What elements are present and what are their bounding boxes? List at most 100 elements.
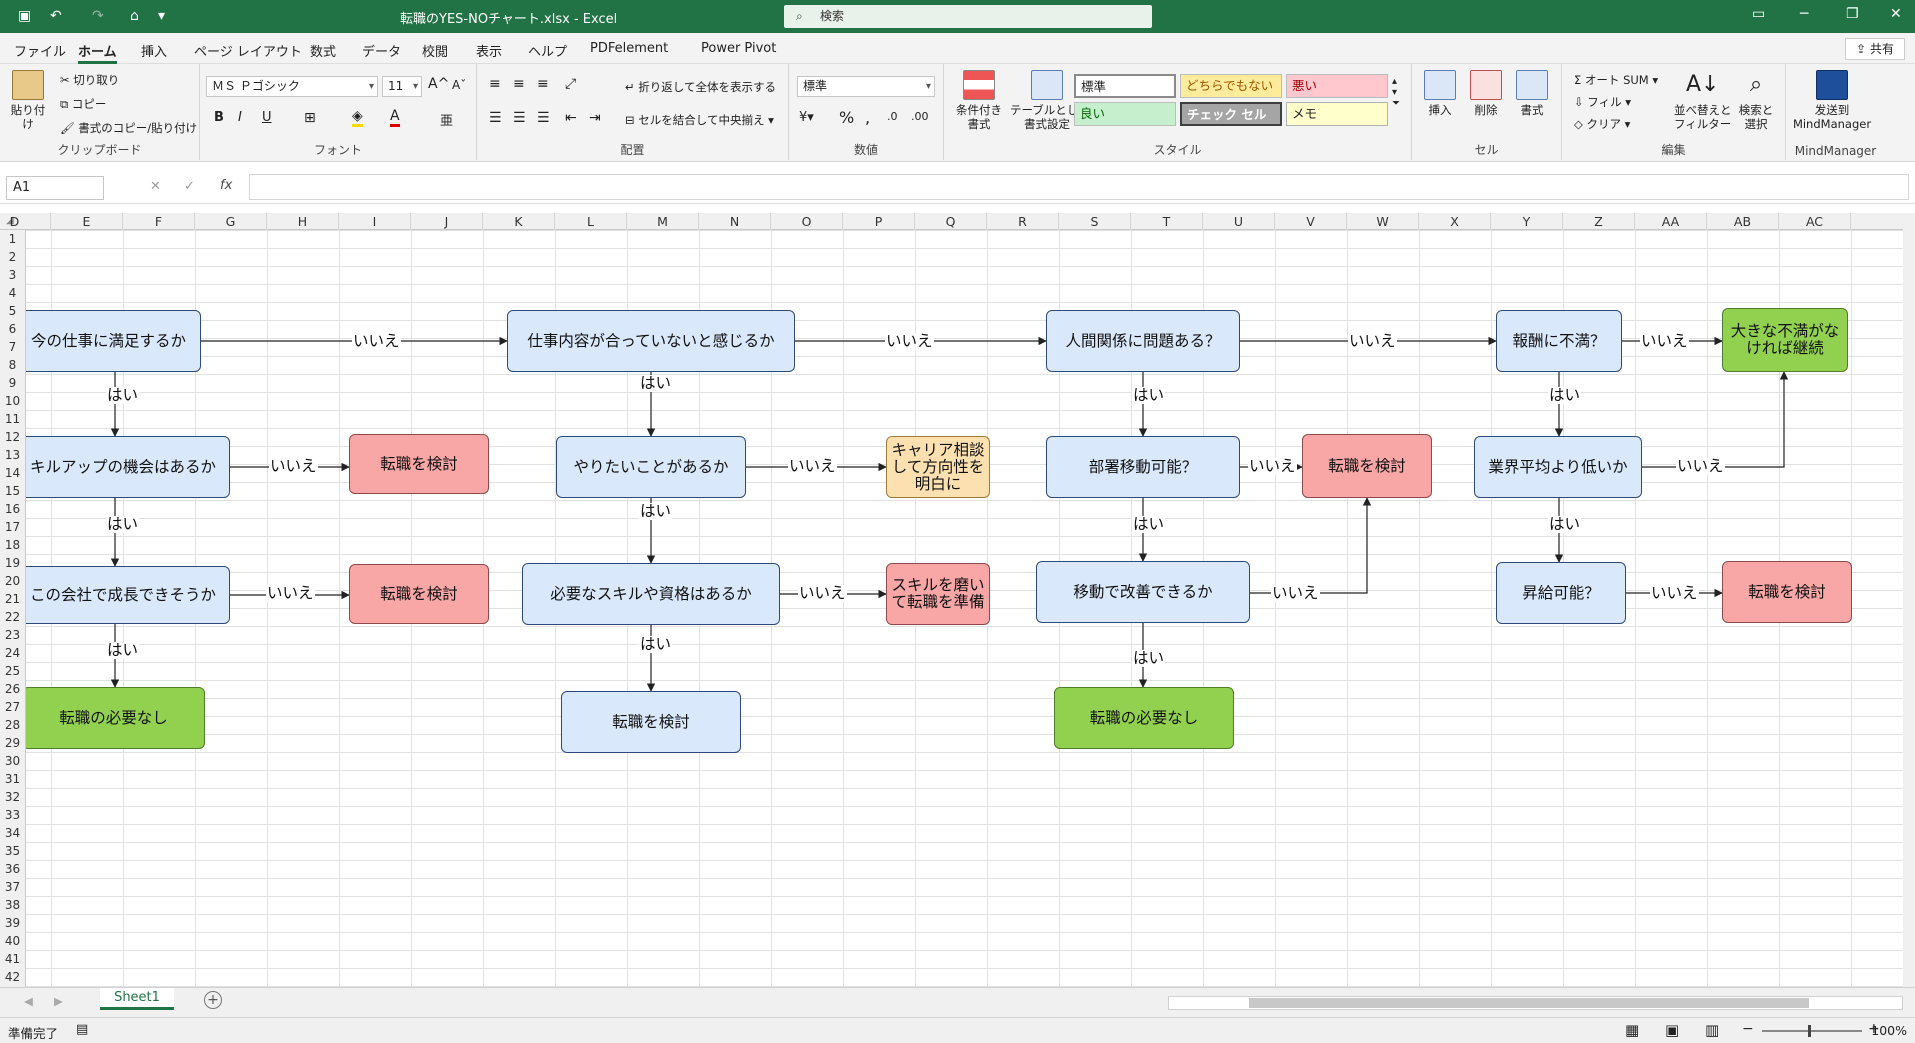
row-header-21[interactable]: 21 [4, 592, 21, 606]
undo-icon[interactable]: ↶ [50, 8, 62, 24]
row-header-10[interactable]: 10 [4, 394, 21, 408]
column-header-y[interactable]: Y [1491, 213, 1563, 230]
row-header-33[interactable]: 33 [4, 808, 21, 822]
column-header-o[interactable]: O [771, 213, 843, 230]
zoom-thumb[interactable] [1808, 1025, 1811, 1037]
column-header-t[interactable]: T [1131, 213, 1203, 230]
merge-center-button[interactable]: ⊟ セルを結合して中央揃え ▾ [625, 113, 774, 127]
align-middle-icon[interactable]: ≡ [513, 76, 525, 92]
worksheet-grid[interactable]: 今の仕事に満足するかキルアップの機会はあるかこの会社で成長できそうか転職の必要な… [26, 230, 1903, 987]
column-header-k[interactable]: K [483, 213, 555, 230]
row-header-13[interactable]: 13 [4, 448, 21, 462]
flow-node-a1[interactable]: 大きな不満がなければ継続 [1722, 308, 1848, 372]
format-as-table-button[interactable]: テーブルとして 書式設定 [1010, 70, 1089, 131]
column-header-i[interactable]: I [339, 213, 411, 230]
tab-file[interactable]: ファイル [14, 45, 67, 60]
flow-node-x3[interactable]: 昇給可能？ [1496, 562, 1626, 624]
currency-icon[interactable]: ¥▾ [799, 110, 814, 125]
autosum-button[interactable]: Σ オート SUM ▾ [1574, 73, 1659, 87]
next-sheet-icon[interactable]: ▶ [54, 994, 63, 1008]
increase-indent-icon[interactable]: ⇥ [589, 110, 601, 126]
column-header-h[interactable]: H [267, 213, 339, 230]
tab-insert[interactable]: 挿入 [141, 45, 168, 60]
orientation-icon[interactable]: ⤢ [565, 76, 577, 92]
column-header-z[interactable]: Z [1563, 213, 1635, 230]
insert-function-button[interactable]: fx [220, 178, 233, 193]
grow-font-icon[interactable]: A^ [428, 76, 450, 92]
tab-data[interactable]: データ [362, 45, 402, 60]
row-header-20[interactable]: 20 [4, 574, 21, 588]
sort-filter-button[interactable]: A↓並べ替えと フィルター [1674, 70, 1732, 131]
font-color-icon[interactable]: A [390, 108, 400, 127]
row-header-39[interactable]: 39 [4, 916, 21, 930]
paste-button[interactable]: 貼り付け [8, 70, 48, 131]
row-header-31[interactable]: 31 [4, 772, 21, 786]
column-header-u[interactable]: U [1203, 213, 1275, 230]
zoom-out-icon[interactable]: − [1742, 1021, 1754, 1037]
insert-cells-button[interactable]: 挿入 [1420, 70, 1460, 117]
open-icon[interactable]: ⌂ [130, 8, 139, 24]
row-header-18[interactable]: 18 [4, 538, 21, 552]
row-header-8[interactable]: 8 [8, 358, 17, 372]
style-good[interactable]: 良い [1074, 102, 1176, 126]
row-header-24[interactable]: 24 [4, 646, 21, 660]
column-header-v[interactable]: V [1275, 213, 1347, 230]
column-header-n[interactable]: N [699, 213, 771, 230]
row-header-2[interactable]: 2 [8, 250, 17, 264]
tab-review[interactable]: 校閲 [422, 45, 449, 60]
row-header-36[interactable]: 36 [4, 862, 21, 876]
flow-node-k1[interactable]: 仕事内容が合っていないと感じるか [507, 310, 795, 372]
column-header-f[interactable]: F [123, 213, 195, 230]
percent-button[interactable]: % [839, 108, 855, 127]
font-name-select[interactable]: ＭＳ Ｐゴシック [206, 76, 378, 97]
add-sheet-icon[interactable]: + [204, 991, 222, 1009]
search-input[interactable]: ⌕検索 [784, 5, 1152, 28]
fill-color-icon[interactable]: ◈ [352, 108, 363, 127]
restore-icon[interactable]: ❐ [1846, 6, 1859, 22]
flow-node-r1[interactable]: 転職の必要なし [26, 687, 205, 749]
send-to-mindmanager-button[interactable]: 发送到 MindManager [1790, 70, 1874, 131]
tab-page-layout[interactable]: ページ レイアウト [194, 45, 302, 60]
row-header-19[interactable]: 19 [4, 556, 21, 570]
column-header-j[interactable]: J [411, 213, 483, 230]
row-header-7[interactable]: 7 [8, 340, 17, 354]
row-header-35[interactable]: 35 [4, 844, 21, 858]
redo-icon[interactable]: ↷ [92, 8, 104, 24]
flow-node-p2[interactable]: スキルを磨いて転職を準備 [886, 563, 990, 625]
format-cells-button[interactable]: 書式 [1512, 70, 1552, 117]
flow-node-c2[interactable]: 転職を検討 [349, 564, 489, 624]
style-check-cell[interactable]: チェック セル [1180, 102, 1282, 126]
column-header-aa[interactable]: AA [1635, 213, 1707, 230]
flow-node-k3[interactable]: 必要なスキルや資格はあるか [522, 563, 780, 625]
phonetic-icon[interactable]: 亜 [440, 114, 454, 129]
styles-more-icon[interactable]: ▴▾⏷ [1392, 76, 1400, 109]
shrink-font-icon[interactable]: Aˇ [452, 78, 467, 92]
row-header-23[interactable]: 23 [4, 628, 21, 642]
flow-node-p1[interactable]: キャリア相談して方向性を明白に [886, 436, 990, 498]
share-button[interactable]: ⇪ 共有 [1845, 38, 1905, 60]
increase-decimal-icon[interactable]: .0 [887, 110, 898, 123]
column-header-m[interactable]: M [627, 213, 699, 230]
style-note[interactable]: メモ [1286, 102, 1388, 126]
macro-record-icon[interactable]: ▤ [76, 1022, 89, 1037]
formula-input[interactable] [249, 174, 1909, 200]
row-header-12[interactable]: 12 [4, 430, 21, 444]
prev-sheet-icon[interactable]: ◀ [24, 994, 33, 1008]
row-header-27[interactable]: 27 [4, 700, 21, 714]
enter-icon[interactable]: ✓ [184, 179, 195, 194]
flow-node-x2[interactable]: 業界平均より低いか [1474, 436, 1642, 498]
decrease-indent-icon[interactable]: ⇤ [565, 110, 577, 126]
tab-help[interactable]: ヘルプ [528, 45, 568, 60]
tab-power-pivot[interactable]: Power Pivot [701, 41, 777, 56]
flow-node-s2[interactable]: 部署移動可能？ [1046, 436, 1240, 498]
find-select-button[interactable]: ⌕検索と 選択 [1732, 70, 1780, 131]
tab-formulas[interactable]: 数式 [310, 45, 337, 60]
close-icon[interactable]: ✕ [1890, 6, 1902, 22]
row-header-22[interactable]: 22 [4, 610, 21, 624]
copy-button[interactable]: ⧉ コピー [60, 96, 106, 112]
save-icon[interactable]: ▣ [18, 8, 32, 24]
row-header-42[interactable]: 42 [4, 970, 21, 984]
flow-node-a2[interactable]: 転職を検討 [1722, 561, 1852, 623]
row-header-5[interactable]: 5 [8, 304, 17, 318]
align-right-icon[interactable]: ☰ [537, 110, 550, 126]
